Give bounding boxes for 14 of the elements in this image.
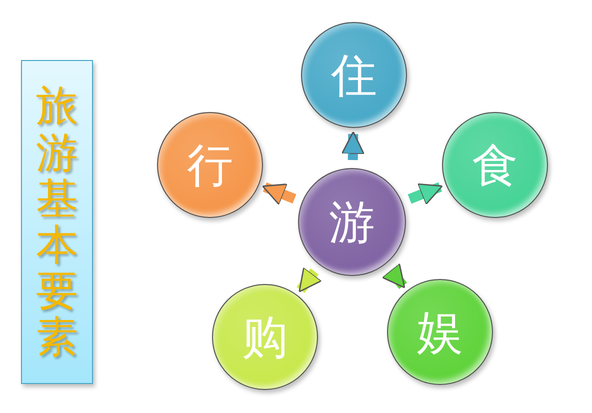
node-label: 住: [331, 52, 377, 98]
node-label: 娱: [417, 309, 463, 355]
circle-node: [387, 279, 493, 385]
arrow: [382, 262, 408, 290]
node-label: 购: [242, 314, 288, 360]
title: 旅游基本要素: [36, 83, 78, 361]
arrow: [262, 182, 296, 206]
arrow: [408, 182, 443, 206]
node-label: 食: [472, 142, 518, 188]
arrow: [296, 266, 322, 293]
node-label: 游: [329, 199, 375, 245]
arrow: [341, 131, 365, 160]
node-label: 行: [187, 142, 233, 188]
circle-node: [212, 284, 318, 390]
